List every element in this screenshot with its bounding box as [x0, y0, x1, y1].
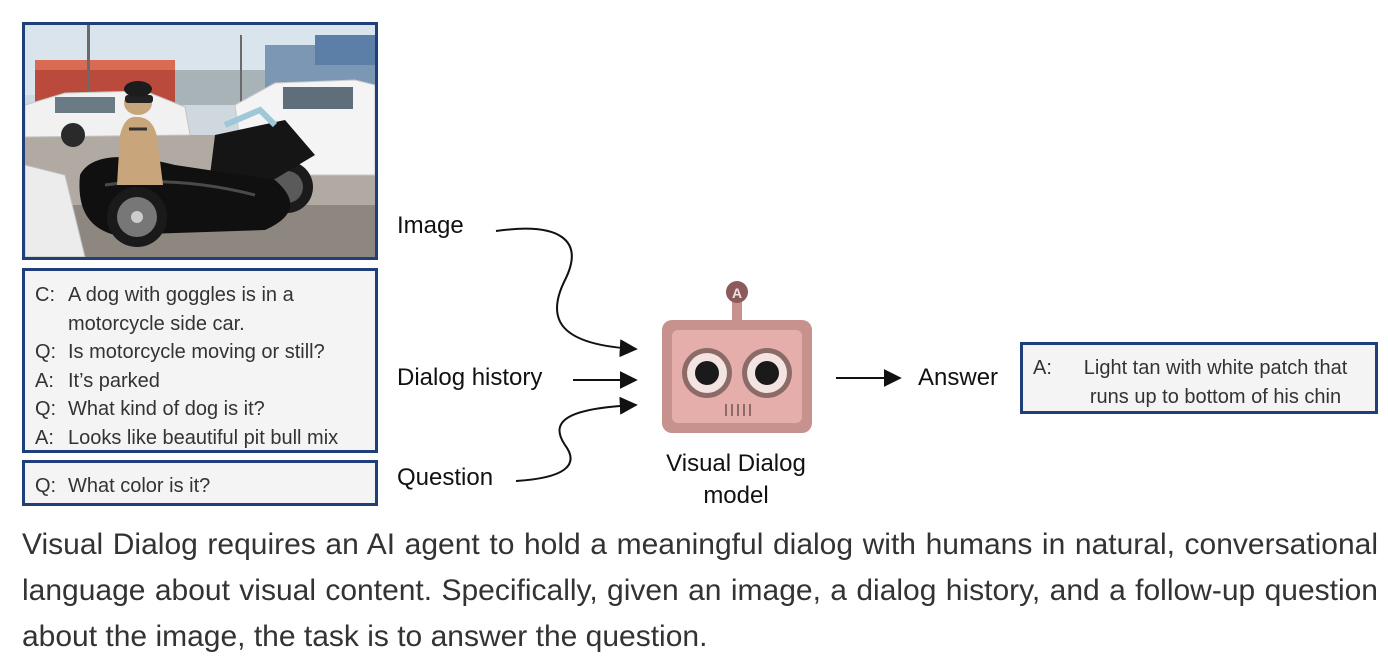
answer-line: A: Light tan with white patch that runs …	[1033, 354, 1375, 411]
dialog-history-box: C: A dog with goggles is in a motorcycle…	[22, 268, 378, 453]
history-line: A: It’s parked	[35, 367, 375, 396]
speaker-tag: A:	[35, 426, 54, 449]
history-text: What kind of dog is it?	[68, 398, 265, 420]
robot-icon: A	[662, 281, 812, 433]
question-box: Q: What color is it?	[22, 460, 378, 506]
dialog-history-label: Dialog history	[397, 364, 543, 391]
speaker-tag: C:	[35, 284, 55, 306]
speaker-tag: Q:	[35, 398, 57, 420]
answer-text: Light tan with white patch that runs up …	[1083, 357, 1348, 408]
history-text: Looks like beautiful pit bull mix	[68, 426, 339, 449]
speaker-tag: A:	[1033, 357, 1052, 379]
history-line: Q: What kind of dog is it?	[35, 395, 375, 424]
model-caption-line1: Visual Dialog	[666, 450, 806, 477]
speaker-tag: A:	[35, 369, 54, 392]
speaker-tag: Q:	[35, 475, 57, 497]
image-label: Image	[397, 212, 464, 239]
model-caption-line2: model	[703, 482, 769, 509]
question-arrow	[515, 396, 638, 482]
history-line: Q: Is motorcycle moving or still?	[35, 338, 375, 367]
model-caption: Visual Dialog model	[636, 448, 836, 512]
dialog-image	[22, 22, 378, 260]
image-arrow	[495, 227, 638, 358]
history-line: A: Looks like beautiful pit bull mix	[35, 424, 375, 453]
history-text: A dog with goggles is in a motorcycle si…	[68, 284, 294, 335]
history-text: Is motorcycle moving or still?	[68, 341, 325, 363]
speaker-tag: Q:	[35, 341, 57, 363]
answer-label: Answer	[918, 364, 999, 391]
question-label: Question	[397, 464, 494, 491]
robot-badge: A	[732, 285, 742, 301]
history-text: It’s parked	[68, 369, 160, 392]
answer-box: A: Light tan with white patch that runs …	[1020, 342, 1378, 414]
figure-caption: Visual Dialog requires an AI agent to ho…	[22, 528, 1378, 653]
question-text: What color is it?	[68, 475, 211, 497]
question-line: Q: What color is it?	[35, 472, 375, 501]
history-line: C: A dog with goggles is in a motorcycle…	[35, 281, 375, 338]
